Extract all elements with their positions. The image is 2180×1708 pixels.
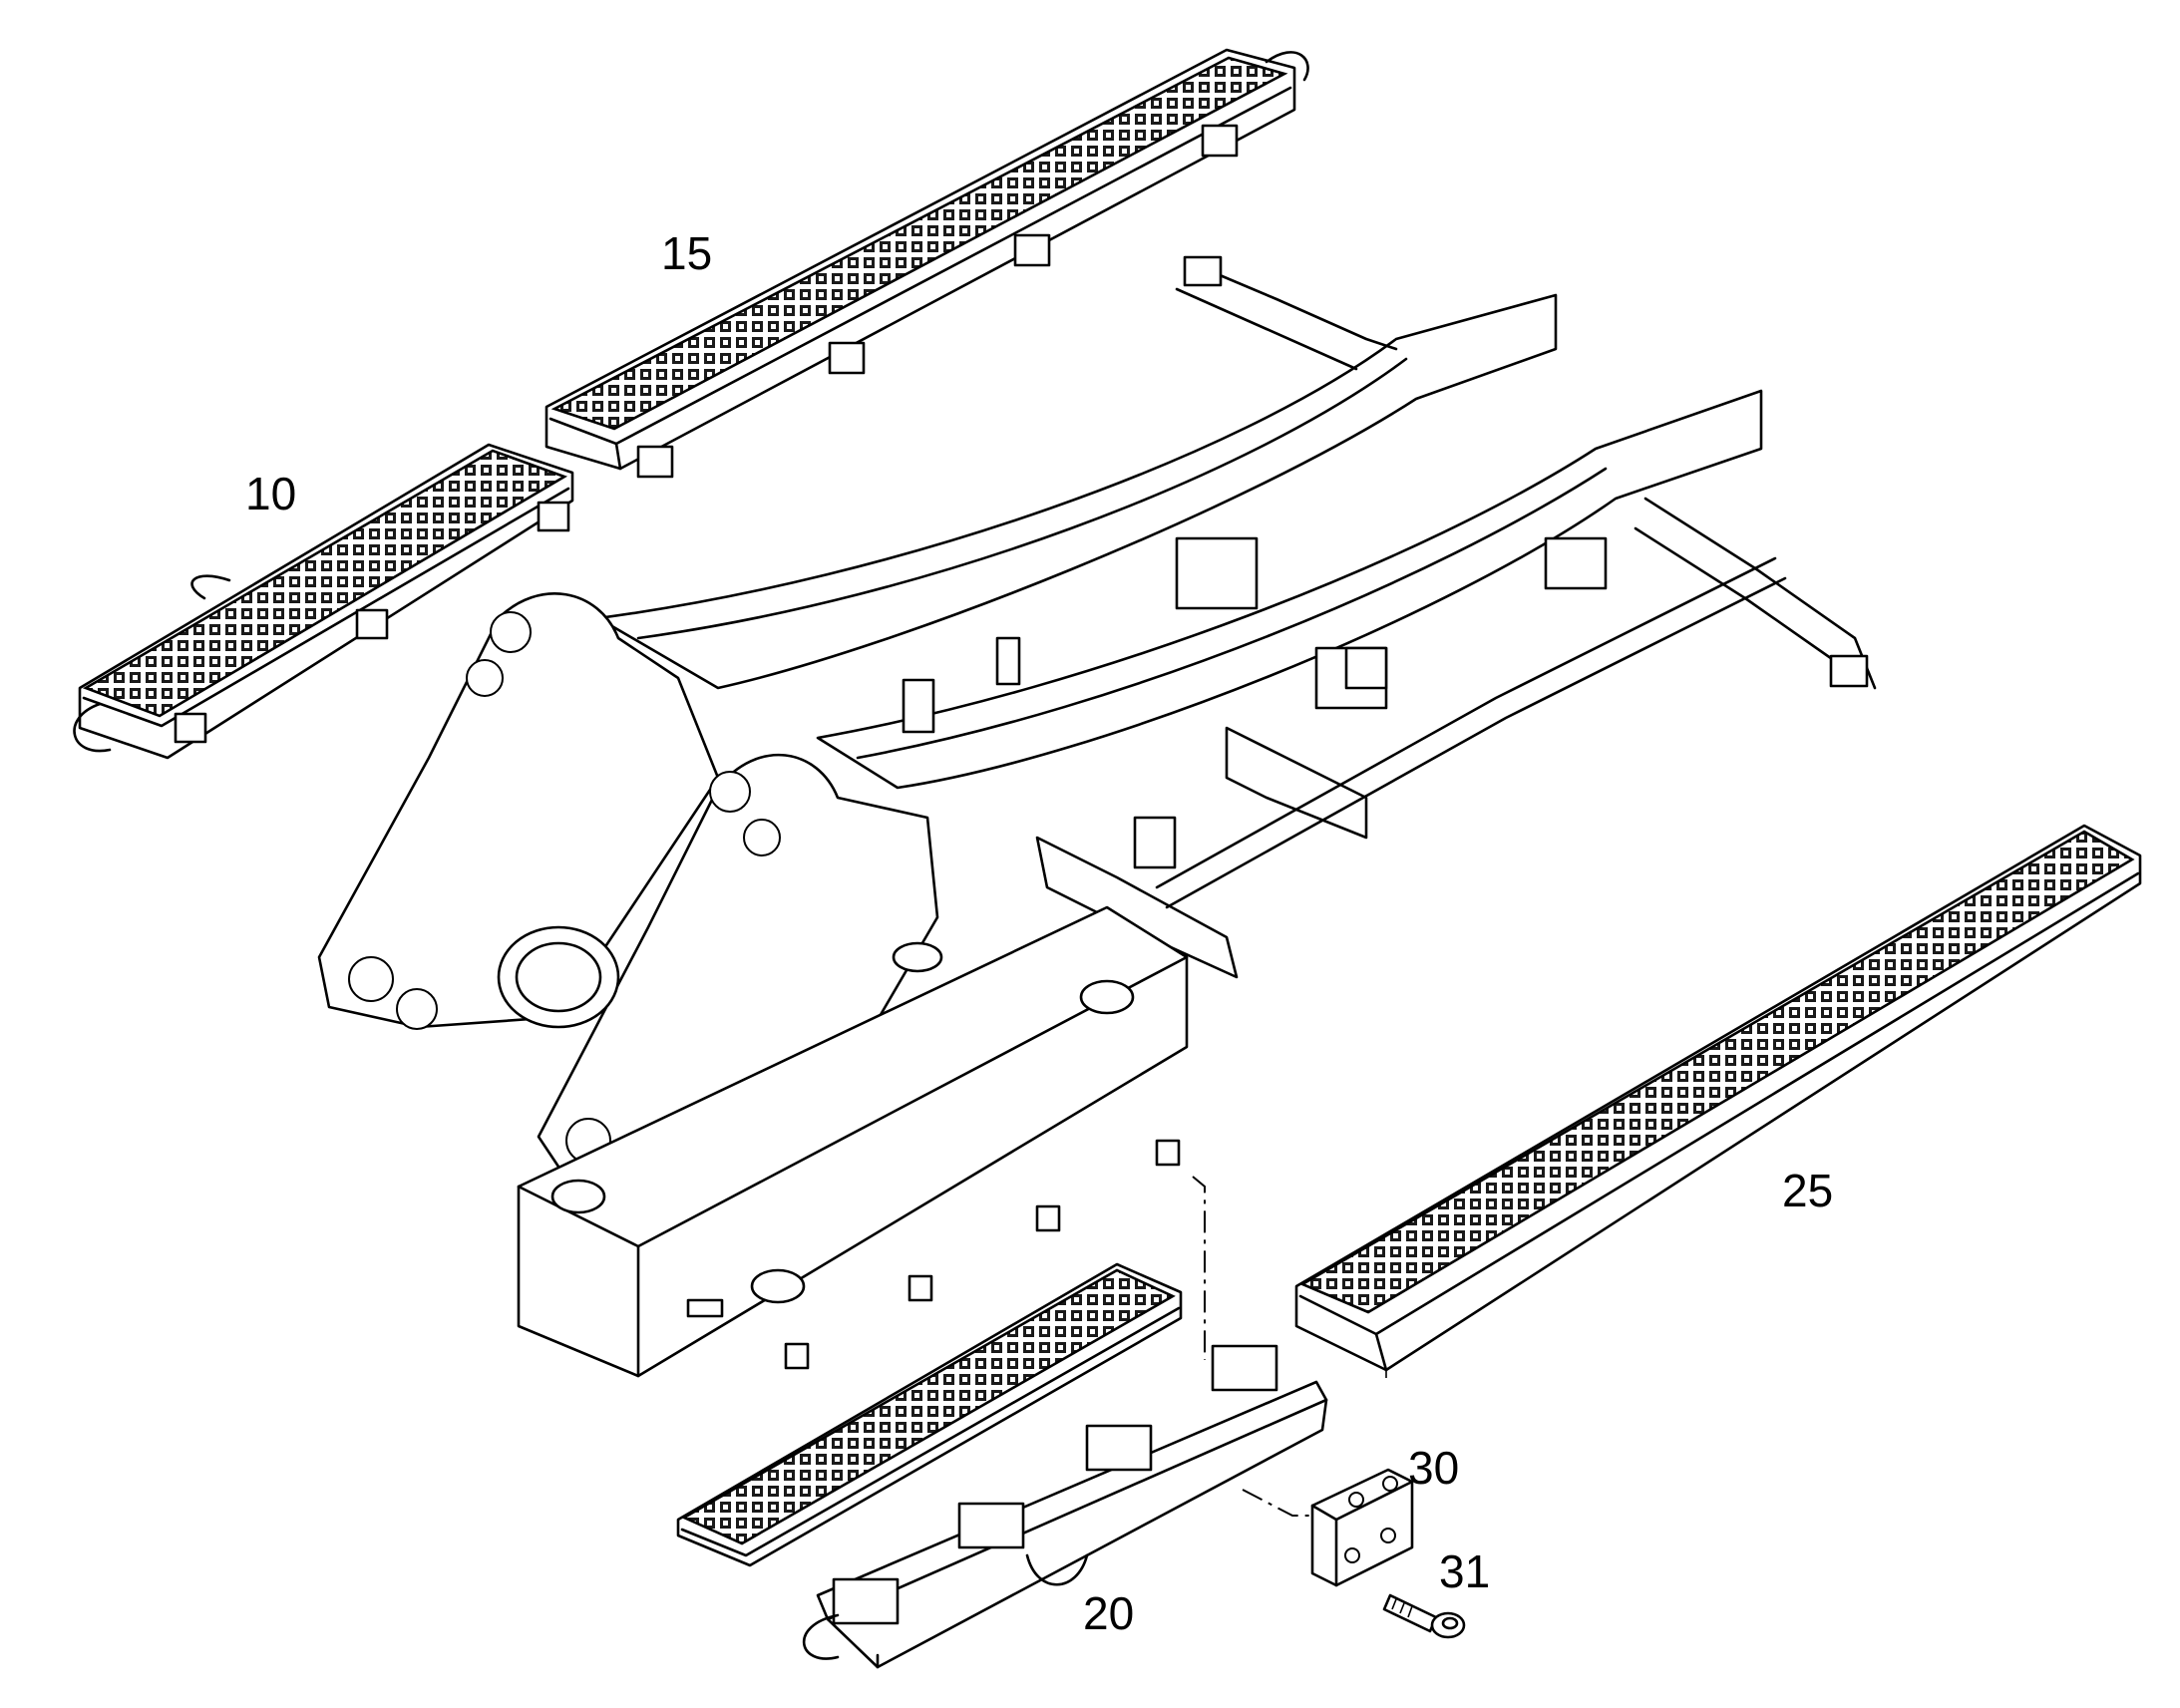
callout-31: 31 [1439, 1545, 1490, 1597]
callout-20: 20 [1083, 1587, 1134, 1639]
main-frame [317, 255, 1877, 1378]
plate-30 [1310, 1468, 1414, 1587]
step-15 [545, 48, 1309, 479]
assembly-line-lower [1242, 1489, 1326, 1517]
callout-30: 30 [1408, 1442, 1459, 1494]
callout-15: 15 [661, 227, 712, 279]
assembly-line-upper [1192, 1176, 1206, 1360]
step-25 [1294, 824, 2142, 1378]
step-20-tread [676, 1262, 1183, 1567]
screw-31 [1382, 1593, 1466, 1639]
step-20-bracket [802, 1344, 1328, 1669]
step-10 [73, 443, 574, 760]
callout-10: 10 [245, 468, 296, 519]
callout-25: 25 [1782, 1165, 1833, 1216]
